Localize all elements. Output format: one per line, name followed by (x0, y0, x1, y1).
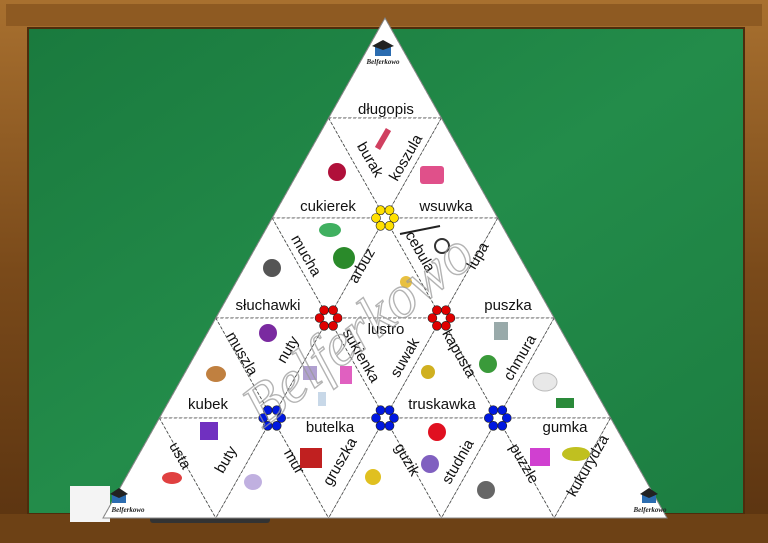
flower-petal (332, 313, 343, 323)
flower-petal (441, 305, 451, 316)
flower-petal (328, 305, 338, 316)
jigsaw-picture (530, 448, 550, 466)
shoes-picture (244, 474, 262, 490)
cabbage-picture (479, 355, 497, 373)
flower-petal (319, 320, 329, 331)
shell-picture (206, 366, 226, 382)
brand-text-top: Belferkowo (365, 58, 400, 66)
flower-center (324, 314, 333, 322)
watermelon-picture (333, 247, 355, 269)
onion-picture (400, 276, 412, 288)
flower-petal (389, 413, 399, 423)
flower-3 (258, 405, 287, 431)
flower-5 (483, 405, 512, 431)
corn-picture (562, 447, 590, 461)
flower-petal (445, 313, 456, 323)
word-lustro: lustro (368, 321, 405, 338)
fly-picture (263, 259, 281, 277)
flower-center (268, 414, 277, 422)
flower-petal (384, 420, 395, 431)
brand-logo-left: Belferkowo (110, 488, 145, 514)
flower-petal (427, 313, 438, 323)
frame-top-edge (6, 4, 762, 26)
brand-logo-right: Belferkowo (632, 488, 667, 514)
flower-petal (375, 420, 386, 431)
word-sluchawki: słuchawki (235, 297, 300, 314)
flower-1 (314, 305, 343, 331)
word-kubek: kubek (188, 396, 229, 413)
pen-picture (374, 127, 392, 151)
flower-petal (276, 413, 287, 423)
brand-text-left: Belferkowo (110, 506, 145, 514)
dress-picture (340, 366, 352, 384)
cloud-picture (532, 372, 558, 392)
word-butelka: butelka (306, 419, 355, 436)
word-wsuwka: wsuwka (418, 198, 473, 215)
flower-petal (375, 405, 386, 416)
flower-petal (262, 420, 273, 431)
flower-petal (497, 420, 508, 431)
well-picture (477, 481, 495, 499)
magnifier-picture (434, 238, 450, 254)
word-truskawka: truskawka (408, 396, 476, 413)
flower-petal (375, 205, 386, 216)
flower-petal (432, 320, 442, 331)
brand-text-right: Belferkowo (632, 506, 667, 514)
word-cukierek: cukierek (300, 198, 356, 215)
brand-logo-top: Belferkowo (365, 40, 400, 66)
flower-petal (258, 413, 269, 423)
word-dlugopis: długopis (358, 101, 414, 118)
flower-petal (483, 413, 494, 423)
tile-pictures (162, 127, 590, 499)
beet-picture (328, 163, 346, 181)
flower-center (493, 414, 502, 422)
pyramid-outline (102, 16, 668, 519)
button-picture (421, 455, 439, 473)
headphones-picture (259, 324, 277, 342)
flower-petal (384, 405, 395, 416)
wall-picture (300, 448, 322, 468)
flower-center (437, 314, 446, 322)
word-puszka: puszka (484, 297, 532, 314)
chalk-tray (0, 514, 768, 543)
flower-petal (271, 405, 282, 416)
flower-petal (384, 220, 395, 231)
chalk-pieces (70, 486, 110, 522)
flower-2 (427, 305, 456, 331)
flower-petal (375, 220, 386, 231)
strawberry-picture (428, 423, 446, 441)
lips-picture (162, 472, 182, 484)
flower-0 (371, 205, 399, 231)
flower-petal (371, 413, 381, 423)
flower-4 (371, 405, 399, 431)
flower-petal (371, 213, 381, 223)
candy-picture (319, 223, 341, 237)
word-gumka: gumka (542, 419, 588, 436)
flower-petal (488, 405, 499, 416)
flower-petal (501, 413, 512, 423)
hairpin-picture (399, 225, 441, 235)
flower-markers (258, 205, 512, 431)
pear-picture (365, 469, 381, 485)
bottle-picture (318, 392, 326, 406)
flower-petal (389, 213, 399, 223)
can-picture (494, 322, 508, 340)
flower-petal (497, 405, 508, 416)
flower-petal (384, 205, 395, 216)
zipper-picture (421, 365, 435, 379)
eraser-picture (556, 398, 574, 408)
shirt-picture (420, 166, 444, 184)
notes-picture (303, 366, 317, 380)
flower-petal (488, 420, 499, 431)
flower-center (381, 414, 389, 422)
mug-picture (200, 422, 218, 440)
flower-center (381, 214, 389, 222)
flower-petal (314, 313, 325, 323)
